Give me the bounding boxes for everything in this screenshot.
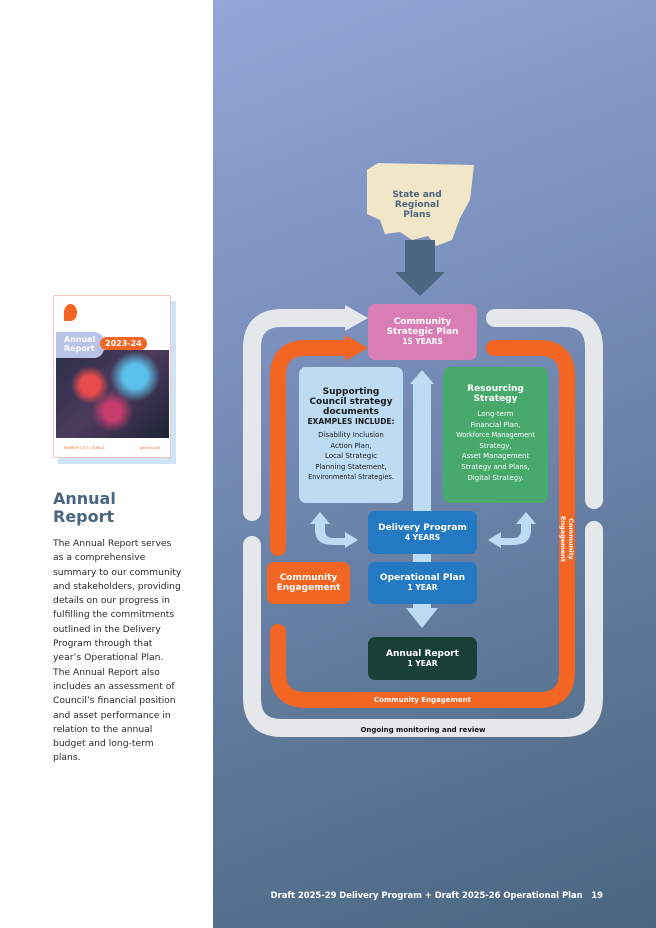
cover-title-2: Report (64, 344, 95, 353)
res-item: Digital Strategy. (467, 473, 524, 482)
delivery-title: Delivery Program (378, 522, 467, 533)
monitoring-loop (243, 309, 603, 737)
state-regional-plans: State and Regional Plans (367, 183, 467, 227)
sup-l2: Council strategy (309, 397, 393, 408)
engagement-loop (270, 340, 575, 708)
diagram-panel (213, 0, 656, 928)
state-l2: Regional (394, 200, 440, 210)
csp-sub: 15 YEARS (402, 337, 443, 346)
sup-item: Action Plan, (330, 441, 372, 450)
annual-report-box: Annual Report 1 YEAR (368, 637, 477, 680)
csp-l1: Community (393, 317, 452, 327)
annual-sub: 1 YEAR (407, 658, 438, 668)
sup-l1: Supporting (322, 387, 380, 398)
res-l2: Strategy (473, 394, 518, 404)
ce-l2: Engagement (276, 583, 341, 593)
title-line-1: Annual (53, 489, 116, 508)
engagement-label-side: Community Engagement (559, 515, 575, 563)
curved-arrow-right-icon (488, 512, 536, 548)
resourcing-strategy-box: Resourcing Strategy Long-term Financial … (443, 367, 548, 503)
sup-sub: EXAMPLES INCLUDE: (307, 417, 395, 427)
sup-item: Local Strategic (324, 452, 377, 461)
page-number: 19 (591, 890, 603, 900)
res-item: Long-term (477, 410, 514, 418)
cover-footer-left: PENRITH CITY COUNCIL (64, 446, 105, 450)
sup-l3: documents (323, 407, 379, 418)
operational-sub: 1 YEAR (407, 583, 438, 592)
cover-year: 2023-24 (100, 337, 147, 350)
operational-title: Operational Plan (379, 573, 466, 583)
res-item: Asset Management (461, 452, 530, 461)
res-item: Workforce Management (456, 431, 535, 440)
cover-footer-right: penrith.city (139, 446, 160, 450)
state-l1: State and (392, 190, 442, 200)
footer-text: Draft 2025-29 Delivery Program + Draft 2… (270, 890, 583, 900)
engagement-label-bottom: Community Engagement (374, 696, 471, 704)
annual-title: Annual Report (386, 648, 459, 659)
supporting-documents-box: Supporting Council strategy documents EX… (299, 367, 403, 503)
monitoring-label: Ongoing monitoring and review (360, 726, 486, 734)
res-item: Financial Plan, (470, 420, 521, 429)
delivery-program-box: Delivery Program 4 YEARS (368, 511, 477, 554)
sup-item: Environmental Strategies. (308, 473, 394, 482)
res-item: Strategy, (479, 441, 512, 450)
curved-arrow-left-icon (310, 512, 358, 548)
state-l3: Plans (403, 210, 431, 220)
csp-l2: Strategic Plan (386, 327, 459, 337)
ce-l1: Community (279, 573, 338, 583)
section-body: The Annual Report serves as a comprehens… (53, 538, 182, 764)
cover-title-1: Annual (64, 335, 96, 344)
down-arrow-icon (395, 240, 445, 296)
res-l1: Resourcing (467, 384, 524, 394)
operational-plan-box: Operational Plan 1 YEAR (368, 562, 477, 604)
cover-photo (56, 350, 169, 438)
nsw-map-shape (367, 163, 474, 246)
sup-item: Planning Statement, (315, 462, 387, 471)
community-strategic-plan-box: Community Strategic Plan 15 YEARS (368, 304, 477, 360)
sup-item: Disability Inclusion (318, 431, 384, 440)
community-engagement-box: Community Engagement (267, 562, 350, 604)
gray-arrow-head (345, 305, 368, 331)
delivery-sub: 4 YEARS (404, 532, 441, 542)
orange-arrow-head (345, 335, 368, 361)
council-logo-icon (64, 304, 77, 321)
page-footer: Draft 2025-29 Delivery Program + Draft 2… (271, 890, 603, 900)
res-item: Strategy and Plans, (461, 462, 530, 471)
title-line-2: Report (53, 507, 115, 526)
